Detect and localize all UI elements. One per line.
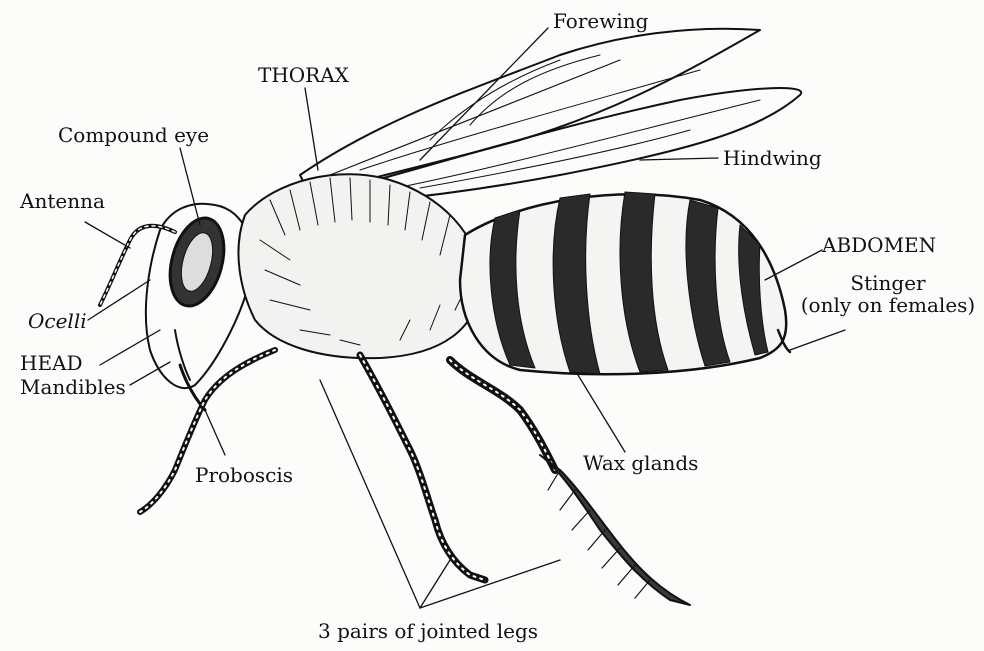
label-hindwing: Hindwing	[723, 147, 822, 169]
abdomen-shape	[460, 192, 786, 374]
label-legs: 3 pairs of jointed legs	[318, 620, 538, 642]
label-head: HEAD	[20, 352, 83, 374]
middle-leg-shape	[360, 355, 485, 580]
label-abdomen: ABDOMEN	[822, 234, 936, 256]
forewing-shape	[300, 29, 760, 195]
label-proboscis: Proboscis	[195, 464, 293, 486]
label-compound-eye: Compound eye	[58, 124, 209, 146]
head-shape	[146, 204, 252, 388]
label-stinger-line2: (only on females)	[788, 294, 984, 316]
label-forewing: Forewing	[553, 10, 648, 32]
mouthparts-shape	[175, 330, 205, 410]
hind-leg-shape	[450, 360, 690, 605]
thorax-shape	[238, 174, 480, 358]
label-mandibles: Mandibles	[20, 376, 126, 398]
front-leg-shape	[140, 350, 275, 512]
label-antenna: Antenna	[20, 190, 105, 212]
label-ocelli: Ocelli	[28, 310, 87, 332]
label-stinger-line1: Stinger	[788, 272, 984, 294]
label-wax-glands: Wax glands	[583, 452, 698, 474]
label-thorax: THORAX	[258, 64, 349, 86]
label-stinger: Stinger (only on females)	[788, 272, 984, 316]
